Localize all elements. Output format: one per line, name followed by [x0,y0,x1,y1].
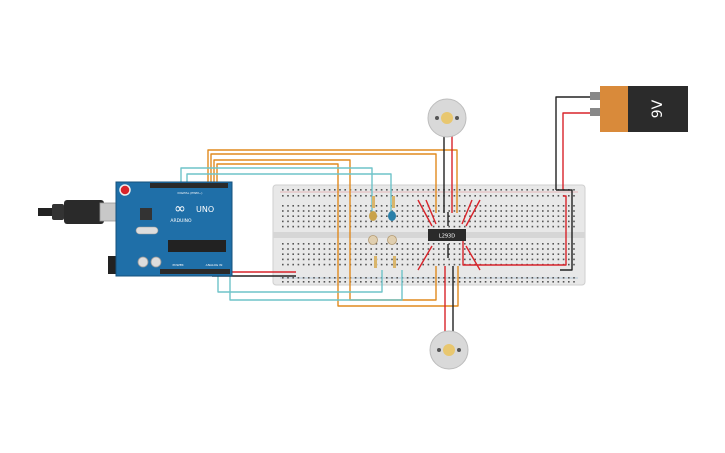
jumper-6 [465,245,481,271]
arduino-uno[interactable]: ∞ UNO ARDUINO DIGITAL (PWM~) POWER ANALO… [38,181,233,277]
battery-cap [600,86,630,132]
arduino-logo-icon: ∞ [174,201,186,217]
reset-button-icon[interactable] [119,184,131,196]
dc-motor-icon [443,344,455,356]
wire-teal-3 [217,270,383,293]
power-analog-header [160,269,230,274]
resistor-3 [374,256,377,268]
photoresistor-2 [387,235,397,245]
usb-cable [38,208,52,216]
led-blue [388,211,396,221]
battery-body [628,86,688,132]
breadboard-holes [282,189,575,283]
wire-teal-1 [180,167,373,214]
wire-battery-pos [562,112,593,190]
resistor-4 [393,256,396,268]
jumper-2 [425,199,437,225]
jumper-3 [465,199,481,227]
ic-label: L293D [439,234,455,240]
usb-connector-icon [64,200,104,224]
dc-motor-top[interactable] [427,98,467,138]
atmega-chip [168,240,226,252]
dc-motor-icon [441,112,453,124]
photoresistor-1 [368,235,378,245]
wire-teal-2 [186,173,392,214]
battery-label: 9V [650,99,666,118]
wire-rail-gnd [556,189,573,271]
jumper-5 [417,245,433,271]
digital-header [150,183,228,188]
arduino-brand: ARDUINO [170,218,192,224]
wire-orange-2 [210,153,437,213]
jumper-1 [417,199,433,227]
wire-battery-neg [555,96,593,190]
wire-rail-pos [462,195,567,266]
analog-header-label: ANALOG IN [206,263,223,267]
led-yellow [369,211,377,221]
jumper-4 [461,199,473,225]
battery-9v[interactable]: 9V [590,86,688,132]
resistor-1 [372,196,375,208]
dc-motor-bottom[interactable] [429,330,469,370]
arduino-model: UNO [196,205,214,214]
wire-orange-1 [207,149,458,213]
wires [180,96,593,333]
components-left[interactable] [368,196,397,268]
wire-teal-4 [229,270,403,301]
wire-orange-3 [213,159,437,301]
power-header-label: POWER [172,263,183,267]
motor-driver-ic[interactable]: L293D [428,229,466,241]
resistor-2 [392,196,395,208]
digital-header-label: DIGITAL (PWM~) [178,191,203,195]
